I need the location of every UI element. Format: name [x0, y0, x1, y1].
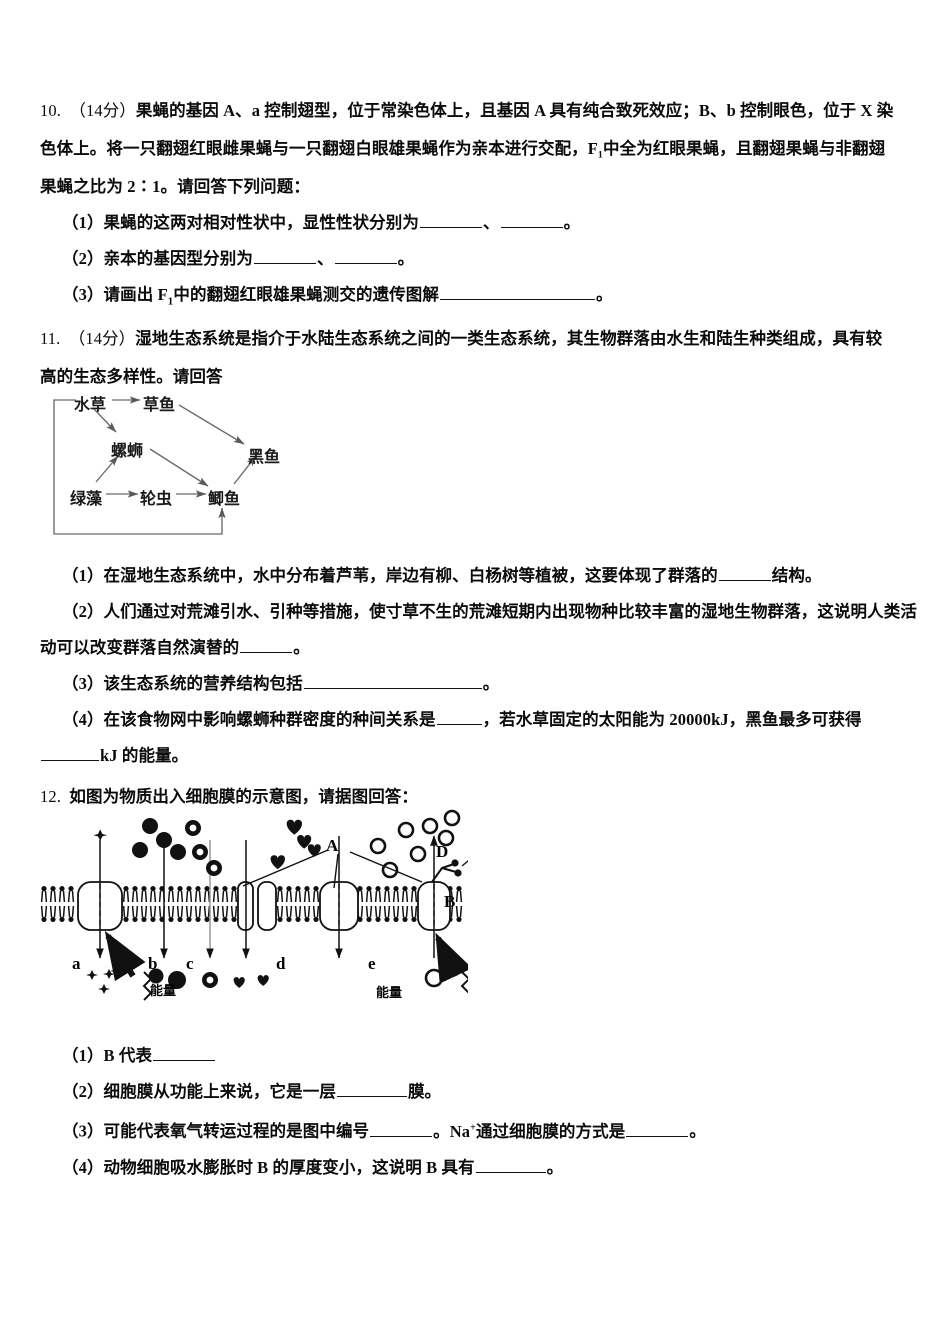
membrane-pathway-e: e — [368, 954, 376, 973]
question-11: 11. （14分）湿地生态系统是指介于水陆生态系统之间的一类生态系统，其生物群落… — [40, 320, 920, 396]
energy-label-e: 能量 — [376, 985, 403, 1000]
edge-lvzao-luoshi — [95, 455, 119, 483]
particles-e — [369, 809, 461, 988]
transported-particles — [86, 809, 461, 994]
channel-protein-right — [257, 881, 277, 931]
edge-luoshi-jiyu — [149, 448, 209, 487]
transport-arrows — [96, 835, 438, 959]
q10-stem-line-2: 色体上。将一只翻翅红眼雌果蝇与一只翻翅白眼雄果蝇作为亲本进行交配，F₁中全为红眼… — [40, 130, 920, 168]
q11-sub-2-cont: 动可以改变群落自然演替的。 — [40, 638, 310, 657]
q10-number: 10. — [40, 101, 61, 120]
particles-d — [233, 819, 321, 988]
answer-blank[interactable] — [436, 710, 482, 725]
energy-arrow-a — [104, 930, 146, 982]
particles-a — [86, 829, 122, 994]
q10-stem-line-1: 10. （14分）果蝇的基因 A、a 控制翅型，位于常染色体上，且基因 A 具有… — [40, 92, 920, 130]
q10-stem-text-1: 果蝇的基因 A、a 控制翅型，位于常染色体上，且基因 A 具有纯合致死效应；B、… — [135, 101, 894, 120]
q11-sub-1: （1）在湿地生态系统中，水中分布着芦苇，岸边有柳、白杨树等植被，这要体现了群落的… — [62, 566, 822, 585]
membrane-pathway-c: c — [186, 954, 194, 973]
answer-blank[interactable] — [240, 638, 293, 653]
food-web-node-luoshi: 螺蛳 — [111, 443, 144, 460]
membrane-label-B: B — [444, 892, 456, 911]
q11-sub-4: （4）在该食物网中影响螺蛳种群密度的种间关系是，若水草固定的太阳能为 20000… — [62, 710, 862, 729]
food-web-node-lunchong: 轮虫 — [140, 491, 173, 508]
answer-blank[interactable] — [253, 249, 316, 264]
q12-stem-text-1: 如图为物质出入细胞膜的示意图，请据图回答： — [69, 787, 418, 806]
answer-blank[interactable] — [334, 249, 397, 264]
energy-zigzag-e — [460, 971, 471, 994]
q10-stem-text-3: 果蝇之比为 2∶1。请回答下列问题： — [40, 177, 310, 196]
q11-sub-2: （2）人们通过对荒滩引水、引种等措施，使寸草不生的荒滩短期内出现物种比较丰富的湿… — [40, 594, 920, 630]
q12-stem-line-1: 12. 如图为物质出入细胞膜的示意图，请据图回答： — [40, 778, 920, 816]
membrane-label-D: D — [436, 842, 449, 861]
answer-blank[interactable] — [718, 566, 771, 581]
q11-marks: （14分） — [68, 329, 136, 348]
answer-blank[interactable] — [303, 674, 482, 689]
food-web-diagram: 水草 草鱼 螺蛳 黑鱼 绿藻 轮虫 鲫鱼 — [48, 388, 358, 540]
food-web-svg — [53, 396, 257, 535]
answer-blank[interactable] — [626, 1122, 689, 1137]
question-10-subs: （1）果蝇的这两对相对性状中，显性性状分别为、。 （2）亲本的基因型分别为、。 … — [40, 205, 920, 319]
answer-blank[interactable] — [370, 1122, 433, 1137]
q12-number: 12. — [40, 787, 61, 806]
question-12: 12. 如图为物质出入细胞膜的示意图，请据图回答： — [40, 778, 920, 816]
edge-jiyu-heiyu — [233, 455, 257, 485]
q11-stem-line-2: 高的生态多样性。请回答 — [40, 358, 920, 396]
q10-marks: （14分） — [69, 101, 136, 120]
glycoprotein-D — [431, 859, 462, 883]
energy-label-a: 能量 — [150, 983, 177, 998]
edge-caoyu-heiyu — [178, 404, 245, 445]
food-web-node-lvzao: 绿藻 — [70, 491, 103, 508]
q11-sub-2-text: （2）人们通过对荒滩引水、引种等措施，使寸草不生的荒滩短期内出现物种比较丰富的湿… — [62, 602, 917, 621]
q11-sub-3: （3）该生态系统的营养结构包括。 — [62, 674, 500, 693]
membrane-pathway-b: b — [148, 954, 158, 973]
particles-b — [132, 818, 186, 989]
q12-sub-4: （4）动物细胞吸水膨胀时 B 的厚度变小，这说明 B 具有。 — [62, 1157, 564, 1177]
cell-membrane-diagram: A B D a b c d e 能量 能量 — [38, 808, 477, 1023]
question-12-subs: （1）B 代表 （2）细胞膜从功能上来说，它是一层膜。 （3）可能代表氧气转运过… — [40, 1038, 920, 1186]
q12-sub-1: （1）B 代表 — [40, 1038, 920, 1074]
question-10: 10. （14分）果蝇的基因 A、a 控制翅型，位于常染色体上，且基因 A 具有… — [40, 92, 920, 206]
q10-sub-3: （3）请画出 F1中的翻翅红眼雄果蝇测交的遗传图解。 — [62, 285, 613, 308]
q10-sub-1: （1）果蝇的这两对相对性状中，显性性状分别为、。 — [62, 213, 581, 232]
edge-shuicao-luoshi — [93, 408, 117, 433]
q11-stem-line-1: 11. （14分）湿地生态系统是指介于水陆生态系统之间的一类生态系统，其生物群落… — [40, 320, 920, 358]
membrane-pathway-d: d — [276, 954, 286, 973]
membrane-label-A: A — [326, 836, 339, 855]
q11-stem-text-2: 高的生态多样性。请回答 — [40, 367, 223, 386]
answer-blank[interactable] — [153, 1046, 216, 1061]
food-web-node-shuicao: 水草 — [74, 397, 107, 414]
leader-A-3 — [349, 851, 423, 883]
cell-membrane-svg — [40, 809, 477, 1001]
answer-blank[interactable] — [475, 1158, 546, 1173]
particles-c — [185, 820, 222, 988]
question-11-subs: （1）在湿地生态系统中，水中分布着芦苇，岸边有柳、白杨树等植被，这要体现了群落的… — [40, 558, 920, 774]
q10-sub-2: （2）亲本的基因型分别为、。 — [62, 249, 415, 268]
membrane-pathway-a: a — [72, 954, 81, 973]
food-web-node-caoyu: 草鱼 — [143, 397, 176, 414]
q11-sub-4-cont: kJ 的能量。 — [40, 738, 920, 774]
answer-blank[interactable] — [439, 285, 595, 300]
answer-blank[interactable] — [419, 213, 482, 228]
edge-shuicao-jiyu — [53, 399, 226, 535]
food-web-node-jiyu: 鲫鱼 — [208, 491, 241, 508]
q11-stem-text-1: 湿地生态系统是指介于水陆生态系统之间的一类生态系统，其生物群落由水生和陆生种类组… — [135, 329, 883, 348]
q12-sub-3: （3）可能代表氧气转运过程的是图中编号。Na+通过细胞膜的方式是。 — [62, 1121, 706, 1141]
q12-sub-2: （2）细胞膜从功能上来说，它是一层膜。 — [62, 1082, 442, 1101]
answer-blank[interactable] — [500, 213, 563, 228]
leader-A-2 — [333, 853, 339, 889]
answer-blank[interactable] — [336, 1082, 407, 1097]
q10-stem-line-3: 果蝇之比为 2∶1。请回答下列问题： — [40, 168, 920, 206]
q10-stem-text-2: 色体上。将一只翻翅红眼雌果蝇与一只翻翅白眼雄果蝇作为亲本进行交配，F₁中全为红眼… — [40, 139, 886, 158]
food-web-node-heiyu: 黑鱼 — [248, 449, 281, 466]
answer-blank[interactable] — [41, 746, 99, 761]
leader-D — [461, 855, 475, 867]
energy-indicators — [104, 930, 473, 1001]
q11-number: 11. — [40, 329, 61, 348]
energy-arrow-e — [435, 932, 473, 984]
